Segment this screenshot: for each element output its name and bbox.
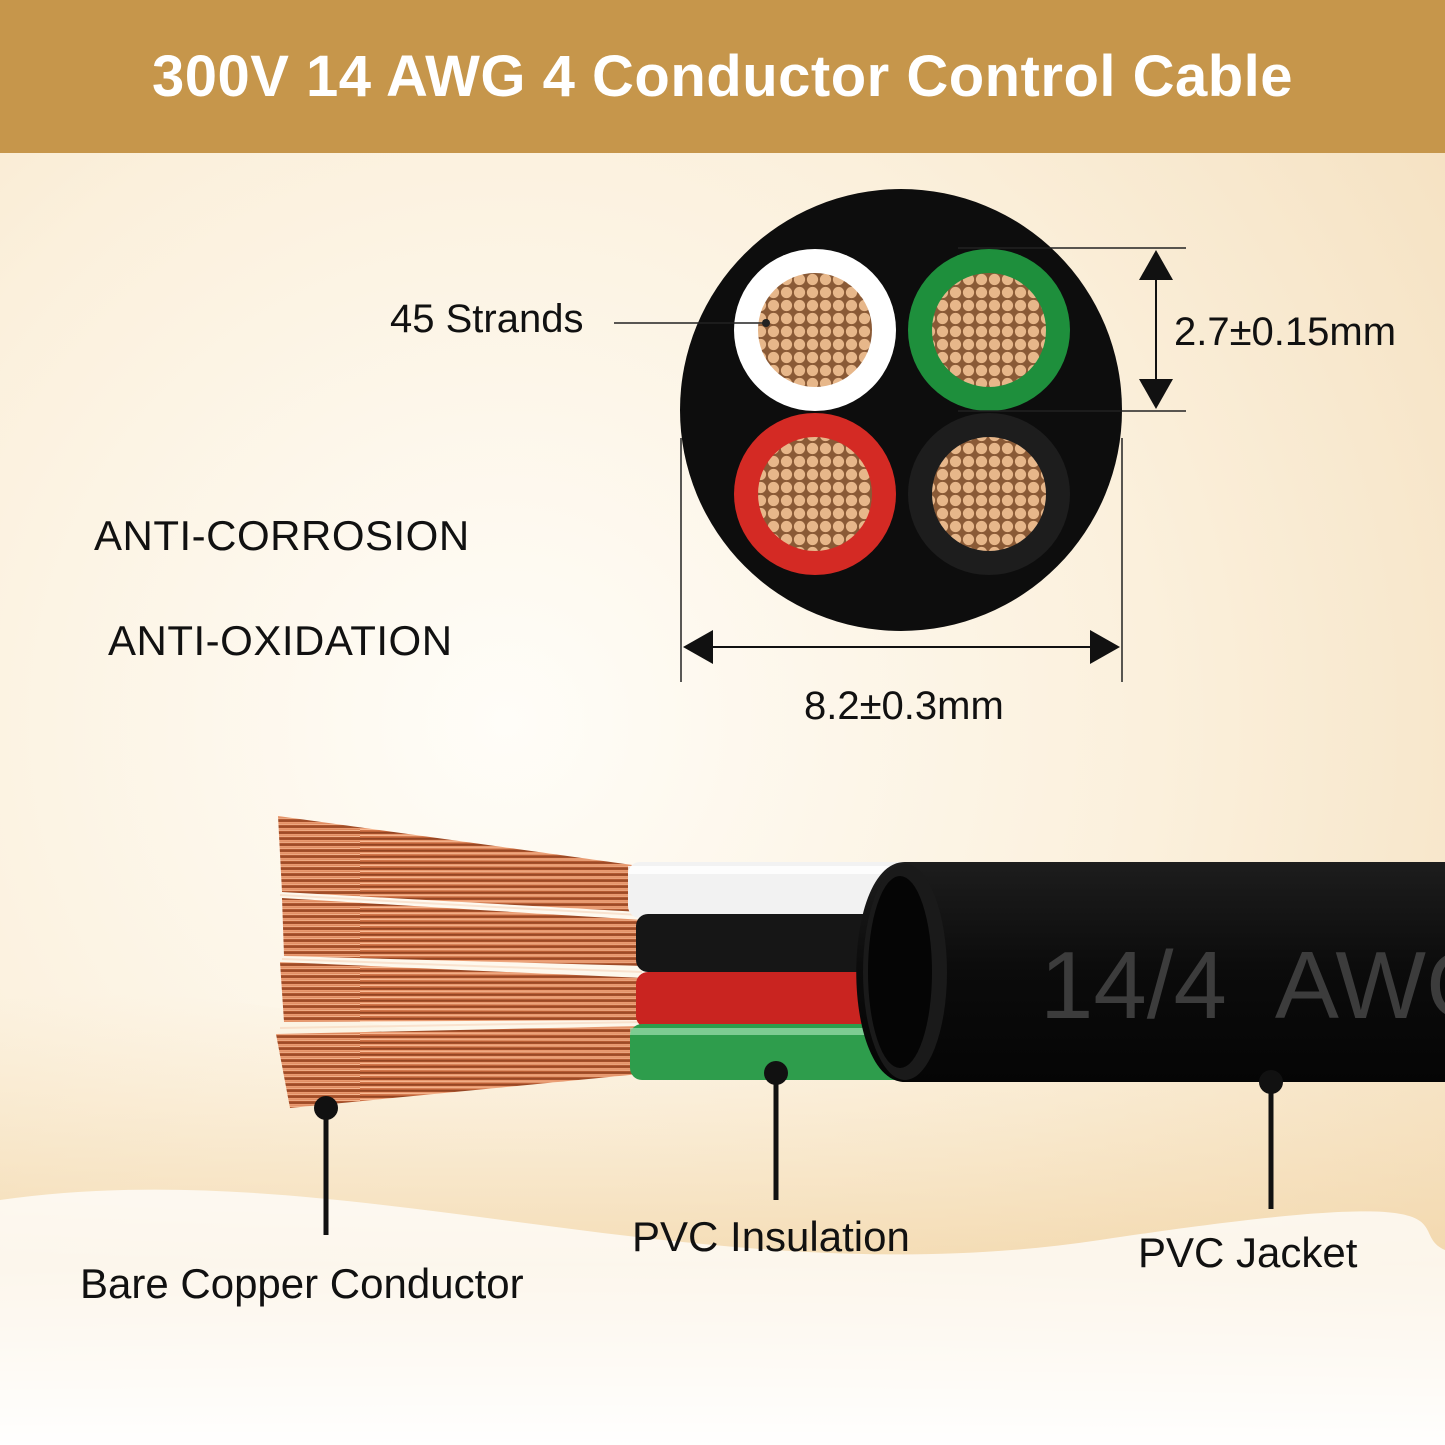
overall-dimension-label: 8.2±0.3mm [804, 684, 1004, 728]
overall-dimension-arrow [680, 438, 1123, 682]
bare-copper-strands [276, 816, 644, 1108]
insulation-label: PVC Insulation [632, 1213, 910, 1260]
core-red [734, 413, 896, 575]
cable-side-view: 14/4 AWG [276, 816, 1445, 1235]
outer-jacket [856, 862, 1445, 1082]
feature-anti-corrosion: ANTI-CORROSION [94, 512, 470, 559]
conductor-dimension-label: 2.7±0.15mm [1174, 310, 1397, 354]
conductor-leader [314, 1096, 338, 1235]
insulation-leader [764, 1061, 788, 1200]
jacket-leader [1259, 1070, 1283, 1209]
core-white [734, 249, 896, 411]
conductor-label: Bare Copper Conductor [80, 1260, 524, 1307]
core-black [908, 413, 1070, 575]
outer-jacket-section [680, 189, 1122, 631]
title-banner: 300V 14 AWG 4 Conductor Control Cable [0, 0, 1445, 153]
page-title: 300V 14 AWG 4 Conductor Control Cable [151, 44, 1294, 109]
jacket-print: 14/4 AWG [1040, 932, 1445, 1039]
strands-leader-dot [762, 319, 770, 327]
cross-section [614, 189, 1186, 682]
strands-label: 45 Strands [390, 297, 584, 341]
jacket-label: PVC Jacket [1138, 1229, 1358, 1276]
feature-anti-oxidation: ANTI-OXIDATION [108, 617, 453, 664]
core-green [908, 249, 1070, 411]
conductor-dimension-arrow [958, 247, 1186, 412]
